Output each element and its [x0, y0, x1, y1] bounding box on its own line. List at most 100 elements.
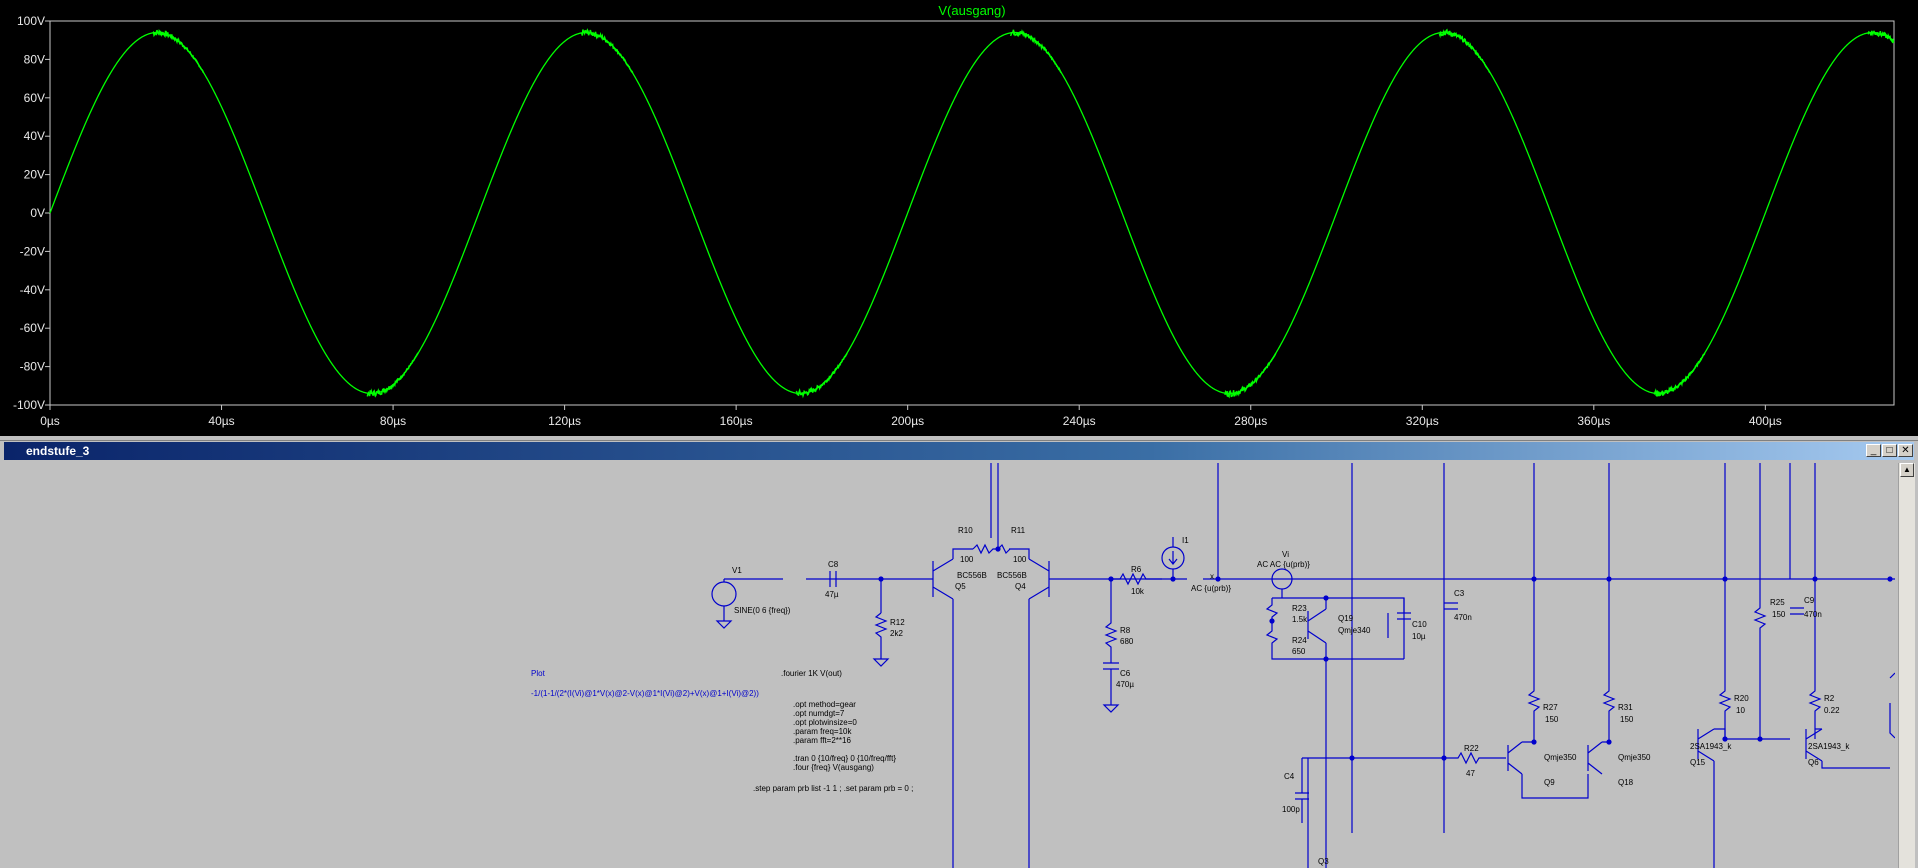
y-tick-label: 80V: [24, 52, 45, 66]
r11-ref[interactable]: R11: [1011, 526, 1026, 535]
c6-ref[interactable]: C6: [1120, 669, 1131, 678]
r6-ref[interactable]: R6: [1131, 565, 1142, 574]
c10-value[interactable]: 10µ: [1412, 632, 1426, 641]
q9-ref[interactable]: Q9: [1544, 778, 1555, 787]
trace-noise: [152, 28, 1895, 399]
trace-noise-burst: [581, 28, 634, 74]
q5-ref[interactable]: Q5: [955, 582, 966, 591]
q15-ref[interactable]: Q15: [1690, 758, 1706, 767]
r27-ref[interactable]: R27: [1543, 703, 1558, 712]
c9-value[interactable]: 470n: [1804, 610, 1822, 619]
r31-value[interactable]: 150: [1620, 715, 1634, 724]
r6-value[interactable]: 10k: [1131, 587, 1145, 596]
x-tick-label: 240µs: [1063, 414, 1096, 428]
trace-noise-burst: [1438, 28, 1491, 74]
x-tick-label: 160µs: [720, 414, 753, 428]
schematic-window[interactable]: endstufe_3 _ □ ✕: [0, 440, 1918, 868]
directive-line-2[interactable]: .opt numdgt=7: [793, 709, 845, 718]
directive-line-5[interactable]: .param fft=2**16: [793, 736, 851, 745]
r25-value[interactable]: 150: [1772, 610, 1786, 619]
q4-value[interactable]: BC556B: [997, 571, 1027, 580]
maximize-button[interactable]: □: [1882, 444, 1897, 457]
q18-ref[interactable]: Q18: [1618, 778, 1634, 787]
r10-value[interactable]: 100: [960, 555, 974, 564]
r2-value[interactable]: 0.22: [1824, 706, 1840, 715]
waveform-chart[interactable]: V(ausgang) 100V80V60V40V20V0V-20V-40V-60…: [0, 0, 1918, 436]
c3-ref[interactable]: C3: [1454, 589, 1465, 598]
x-tick-label: 400µs: [1749, 414, 1782, 428]
q5-value[interactable]: BC556B: [957, 571, 987, 580]
r8-ref[interactable]: R8: [1120, 626, 1131, 635]
r24-ref[interactable]: R24: [1292, 636, 1307, 645]
y-tick-label: -20V: [20, 244, 45, 258]
ac-label-1[interactable]: AC {u(prb)}: [1191, 584, 1231, 593]
y-tick-label: 60V: [24, 91, 45, 105]
i1-ref[interactable]: I1: [1182, 536, 1189, 545]
q9-value[interactable]: Qmje350: [1544, 753, 1577, 762]
c9-ref[interactable]: C9: [1804, 596, 1815, 605]
directive-line-3[interactable]: .opt plotwinsize=0: [793, 718, 857, 727]
q18-value[interactable]: Qmje350: [1618, 753, 1651, 762]
scroll-up-arrow[interactable]: ▲: [1900, 463, 1914, 477]
directive-line-1[interactable]: .opt method=gear: [793, 700, 856, 709]
c8-ref[interactable]: C8: [828, 560, 839, 569]
y-tick-label: 20V: [24, 168, 45, 182]
r20-value[interactable]: 10: [1736, 706, 1745, 715]
c3-value[interactable]: 470n: [1454, 613, 1472, 622]
r27-value[interactable]: 150: [1545, 715, 1559, 724]
r22-value[interactable]: 47: [1466, 769, 1475, 778]
schematic-vertical-scrollbar[interactable]: ▲: [1898, 463, 1915, 868]
q6-ref[interactable]: Q6: [1808, 758, 1819, 767]
r8-value[interactable]: 680: [1120, 637, 1134, 646]
r11-value[interactable]: 100: [1013, 555, 1027, 564]
y-tick-label: 40V: [24, 129, 45, 143]
directive-line-7[interactable]: .tran 0 {10/freq} 0 {10/freq/fft}: [793, 754, 896, 763]
r25-ref[interactable]: R25: [1770, 598, 1785, 607]
r12-ref[interactable]: R12: [890, 618, 905, 627]
plot-expression[interactable]: -1/(1-1/(2*(I(Vi)@1*V(x)@2-V(x)@1*I(Vi)@…: [531, 689, 759, 698]
net-x-label[interactable]: x: [1210, 572, 1214, 581]
y-tick-label: -60V: [20, 321, 45, 335]
c4-value[interactable]: 100p: [1282, 805, 1300, 814]
r23-value[interactable]: 1.5k: [1292, 615, 1308, 624]
plot-label[interactable]: Plot: [531, 669, 546, 678]
r31-ref[interactable]: R31: [1618, 703, 1633, 712]
trace-label[interactable]: V(ausgang): [938, 3, 1005, 18]
q19-ref[interactable]: Q19: [1338, 614, 1354, 623]
ac-label-2[interactable]: AC AC {u(prb)}: [1257, 560, 1310, 569]
schematic-canvas[interactable]: V1 SINE(0 6 {freq}) C8 47µ R12 2k2 R10 1…: [8, 463, 1895, 868]
r20-ref[interactable]: R20: [1734, 694, 1749, 703]
v1-ref[interactable]: V1: [732, 566, 742, 575]
r10-ref[interactable]: R10: [958, 526, 973, 535]
c10-ref[interactable]: C10: [1412, 620, 1427, 629]
r2-ref[interactable]: R2: [1824, 694, 1835, 703]
close-button[interactable]: ✕: [1898, 444, 1913, 457]
c4-ref[interactable]: C4: [1284, 772, 1295, 781]
fourier-directive[interactable]: .fourier 1K V(out): [781, 669, 842, 678]
y-tick-label: 0V: [30, 206, 45, 220]
trace-line-v-ausgang[interactable]: [49, 31, 1895, 395]
schematic-drawing[interactable]: V1 SINE(0 6 {freq}) C8 47µ R12 2k2 R10 1…: [8, 463, 1895, 868]
minimize-button[interactable]: _: [1866, 444, 1881, 457]
spice-directives: Plot -1/(1-1/(2*(I(Vi)@1*V(x)@2-V(x)@1*I…: [531, 669, 913, 793]
q4-ref[interactable]: Q4: [1015, 582, 1026, 591]
schematic-wires: [711, 463, 1895, 868]
q3-ref[interactable]: Q3: [1318, 857, 1329, 866]
schematic-titlebar[interactable]: endstufe_3 _ □ ✕: [4, 442, 1914, 460]
vi-ref[interactable]: Vi: [1282, 550, 1289, 559]
r12-value[interactable]: 2k2: [890, 629, 903, 638]
r22-ref[interactable]: R22: [1464, 744, 1479, 753]
v1-value[interactable]: SINE(0 6 {freq}): [734, 606, 791, 615]
c6-value[interactable]: 470µ: [1116, 680, 1134, 689]
directive-line-4[interactable]: .param freq=10k: [793, 727, 852, 736]
q19-value[interactable]: Qmje340: [1338, 626, 1371, 635]
q6-value[interactable]: 2SA1943_k: [1808, 742, 1850, 751]
directive-line-8[interactable]: .four {freq} V(ausgang): [793, 763, 874, 772]
q15-value[interactable]: 2SA1943_k: [1690, 742, 1732, 751]
r23-ref[interactable]: R23: [1292, 604, 1307, 613]
step-directive[interactable]: .step param prb list -1 1 ; .set param p…: [753, 784, 913, 793]
r24-value[interactable]: 650: [1292, 647, 1306, 656]
c8-value[interactable]: 47µ: [825, 590, 839, 599]
trace-noise-burst: [1867, 30, 1895, 44]
